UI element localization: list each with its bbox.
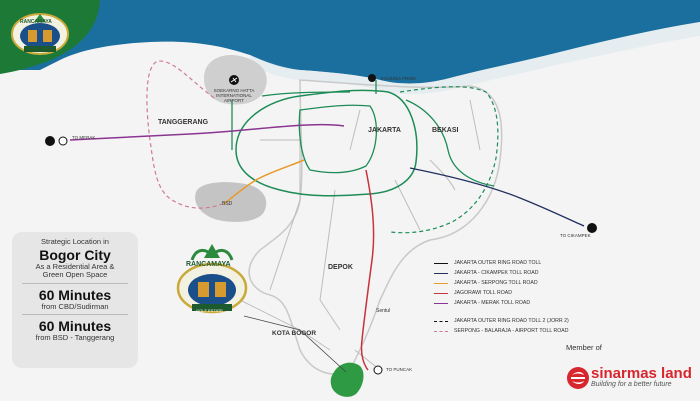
info-divider (22, 282, 128, 284)
jakarta-serpong-road (223, 159, 305, 205)
label-jakarta: JAKARTA (368, 127, 401, 134)
info-bsd-time: 60 Minutes (38, 318, 112, 334)
port-icon (368, 74, 376, 82)
legend-label: JAKARTA - CIKAMPEK TOLL ROAD (454, 270, 539, 276)
legend-item: JAKARTA OUTER RING ROAD TOLL (434, 258, 569, 268)
sinarmas-logo-icon (567, 367, 589, 389)
legend-item: JAKARTA - SERPONG TOLL ROAD (434, 278, 569, 288)
logo-large-name: RANCAMAYA (186, 261, 231, 268)
logo-small-name: RANCAMAYA (20, 19, 52, 25)
merak-marker-icon (45, 136, 55, 146)
brand-name: sinarmas land (591, 364, 692, 382)
info-cbd-from: from CBD/Sudirman (41, 301, 109, 311)
legend-label: JAKARTA - MERAK TOLL ROAD (454, 300, 531, 306)
legend-swatch (434, 272, 448, 274)
rancamaya-logo-small (11, 13, 69, 55)
jagorawi-road (360, 169, 375, 371)
label-kota-bogor: KOTA BOGOR (272, 330, 317, 337)
info-intro: Strategic Location in (41, 237, 109, 246)
legend: JAKARTA OUTER RING ROAD TOLL JAKARTA - C… (434, 258, 569, 336)
airport-to-jakarta-road (261, 91, 351, 97)
label-bsd: BSD (222, 201, 233, 207)
info-card: Strategic Location in Bogor City As a Re… (12, 232, 138, 368)
merak-ferry-icon (58, 136, 68, 146)
label-to-cikampek: TO CIKAMPEK (560, 233, 591, 238)
legend-swatch (434, 282, 448, 284)
jakarta-outer-ring-road (235, 89, 418, 197)
legend-label: JAKARTA OUTER RING ROAD TOLL 2 (JORR 2) (454, 318, 569, 324)
cikampek-marker-icon (587, 223, 597, 233)
logo-pointer (243, 315, 347, 373)
sinarmas-brand: sinarmas land Building for a better futu… (563, 365, 692, 389)
legend-label: SERPONG - BALARAJA - AIRPORT TOLL ROAD (454, 328, 569, 334)
label-airport: SOEKARNO HATTA INTERNATIONAL AIRPORT (213, 88, 255, 103)
info-desc: As a Residential Area & Green Open Space (35, 261, 115, 279)
brand-tagline: Building for a better future (591, 380, 672, 388)
label-bekasi: BEKASI (432, 127, 459, 134)
label-depok: DEPOK (328, 264, 353, 271)
logo-large-tagline: GOLF ESTATE (196, 308, 223, 313)
rancamaya-logo-large (176, 244, 248, 314)
jakarta-cikampek-road (409, 167, 585, 227)
label-port: TANJUNG PRIOK (380, 76, 417, 81)
plane-glyph (230, 77, 238, 83)
coast-shelf (250, 22, 700, 95)
jakarta-merak-road (69, 123, 345, 141)
legend-swatch (434, 262, 448, 264)
legend-item: JAKARTA - MERAK TOLL ROAD (434, 298, 569, 308)
label-sentul: Sentul (376, 308, 391, 314)
sea (0, 0, 700, 84)
legend-label: JAKARTA - SERPONG TOLL ROAD (454, 280, 538, 286)
legend-item: JAKARTA - CIKAMPEK TOLL ROAD (434, 268, 569, 278)
legend-label: JAGORAWI TOLL ROAD (454, 290, 512, 296)
legend-item: JAKARTA OUTER RING ROAD TOLL 2 (JORR 2) (434, 316, 569, 326)
inner-ring-road (298, 104, 378, 174)
info-city: Bogor City (39, 246, 111, 263)
legend-swatch (434, 320, 448, 322)
legend-item: JAGORAWI TOLL ROAD (434, 288, 569, 298)
member-of-label: Member of (566, 343, 602, 352)
east-ring-road (405, 99, 495, 187)
info-bsd-from: from BSD - Tanggerang (35, 333, 115, 342)
bsd-area (195, 182, 267, 222)
label-to-merak: TO MERAK (72, 135, 96, 140)
legend-swatch (434, 302, 448, 304)
legend-swatch (434, 292, 448, 294)
legend-item: SERPONG - BALARAJA - AIRPORT TOLL ROAD (434, 326, 569, 336)
jorr2-road (389, 86, 499, 234)
serpong-balaraja-airport-road (146, 60, 223, 209)
info-cbd-time: 60 Minutes (38, 286, 112, 303)
rancamaya-area (330, 362, 364, 397)
puncak-marker-icon (373, 365, 383, 375)
label-tanggerang: TANGGERANG (158, 119, 209, 126)
legend-swatch (434, 330, 448, 332)
info-divider (22, 314, 128, 315)
legend-label: JAKARTA OUTER RING ROAD TOLL (454, 260, 542, 266)
label-to-puncak: TO PUNCAK (386, 367, 413, 372)
